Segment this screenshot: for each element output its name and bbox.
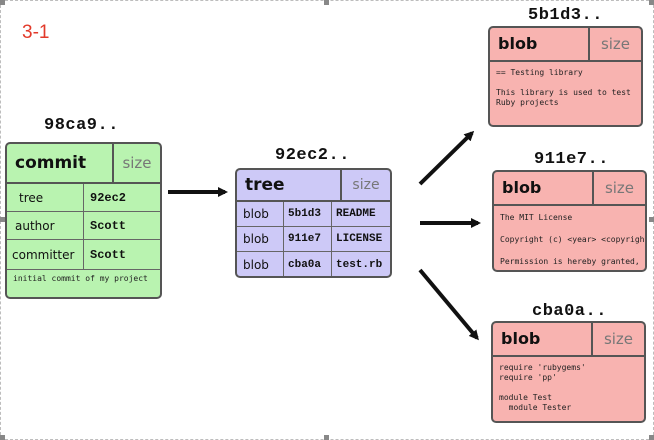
blob-object: blob size The MIT License Copyright (c) … (492, 170, 647, 272)
tree-entry-type: blob (243, 232, 269, 246)
tree-size: size (340, 170, 390, 200)
tree-entry-sha: 5b1d3 (283, 202, 331, 226)
tree-entry-name: LICENSE (331, 227, 390, 251)
blob-size: size (591, 323, 644, 355)
commit-key-committer: committer (12, 247, 75, 262)
arrow-tree-to-blob-3 (418, 268, 479, 341)
tree-sha: 92ec2.. (275, 146, 350, 165)
resize-handle-middle-right[interactable] (649, 217, 654, 222)
resize-handle-top-right[interactable] (649, 0, 654, 5)
blob-size: size (592, 172, 645, 204)
tree-object: tree size blob 5b1d3 README blob 911e7 L… (235, 168, 392, 278)
commit-header: commit size (7, 144, 160, 184)
commit-size: size (112, 144, 160, 182)
commit-value-author: Scott (83, 212, 160, 239)
tree-entry: blob cba0a test.rb (237, 252, 390, 276)
resize-handle-bottom-right[interactable] (649, 435, 654, 440)
commit-object: commit size tree 92ec2 author Scott comm… (5, 142, 162, 299)
tree-entry: blob 911e7 LICENSE (237, 227, 390, 252)
commit-message: initial commit of my project (13, 274, 148, 283)
tree-type: tree (245, 175, 285, 195)
commit-key-author: author (15, 218, 55, 233)
blob-header: blob size (490, 28, 641, 62)
tree-entry-sha: 911e7 (283, 227, 331, 251)
blob-content: == Testing library This library is used … (496, 68, 631, 107)
tree-entry-sha: cba0a (283, 252, 331, 276)
tree-entry: blob 5b1d3 README (237, 202, 390, 227)
blob-sha: cba0a.. (532, 302, 607, 321)
blob-sha: 911e7.. (534, 150, 609, 169)
blob-object: blob size == Testing library This librar… (488, 26, 643, 127)
blob-object: blob size require 'rubygems' require 'pp… (491, 321, 646, 423)
commit-sha: 98ca9.. (44, 116, 119, 135)
tree-entry-name: README (331, 202, 390, 226)
tree-entry-type: blob (243, 207, 269, 221)
resize-handle-bottom-center[interactable] (324, 435, 329, 440)
tree-entry-name: test.rb (331, 252, 390, 276)
commit-type: commit (15, 153, 87, 173)
resize-handle-top-center[interactable] (324, 0, 329, 5)
blob-type: blob (501, 329, 541, 348)
tree-header: tree size (237, 170, 390, 202)
blob-content: The MIT License Copyright (c) <year> <co… (500, 213, 647, 266)
resize-handle-top-left[interactable] (0, 0, 5, 5)
figure-label: 3-1 (22, 22, 50, 43)
commit-row-author: author Scott (7, 212, 160, 240)
blob-sha: 5b1d3.. (528, 6, 603, 25)
blob-header: blob size (494, 172, 645, 206)
resize-handle-bottom-left[interactable] (0, 435, 5, 440)
commit-value-committer: Scott (83, 240, 160, 269)
blob-size: size (588, 28, 641, 60)
commit-row-committer: committer Scott (7, 240, 160, 270)
commit-row-tree: tree 92ec2 (7, 184, 160, 212)
arrow-tree-to-blob-1 (418, 130, 475, 186)
blob-content: require 'rubygems' require 'pp' module T… (499, 363, 586, 412)
commit-key-tree: tree (19, 190, 44, 205)
resize-handle-middle-left[interactable] (0, 217, 5, 222)
commit-value-tree: 92ec2 (83, 184, 160, 211)
blob-type: blob (498, 34, 538, 53)
tree-entry-type: blob (243, 257, 269, 272)
blob-type: blob (502, 178, 542, 197)
blob-header: blob size (493, 323, 644, 357)
